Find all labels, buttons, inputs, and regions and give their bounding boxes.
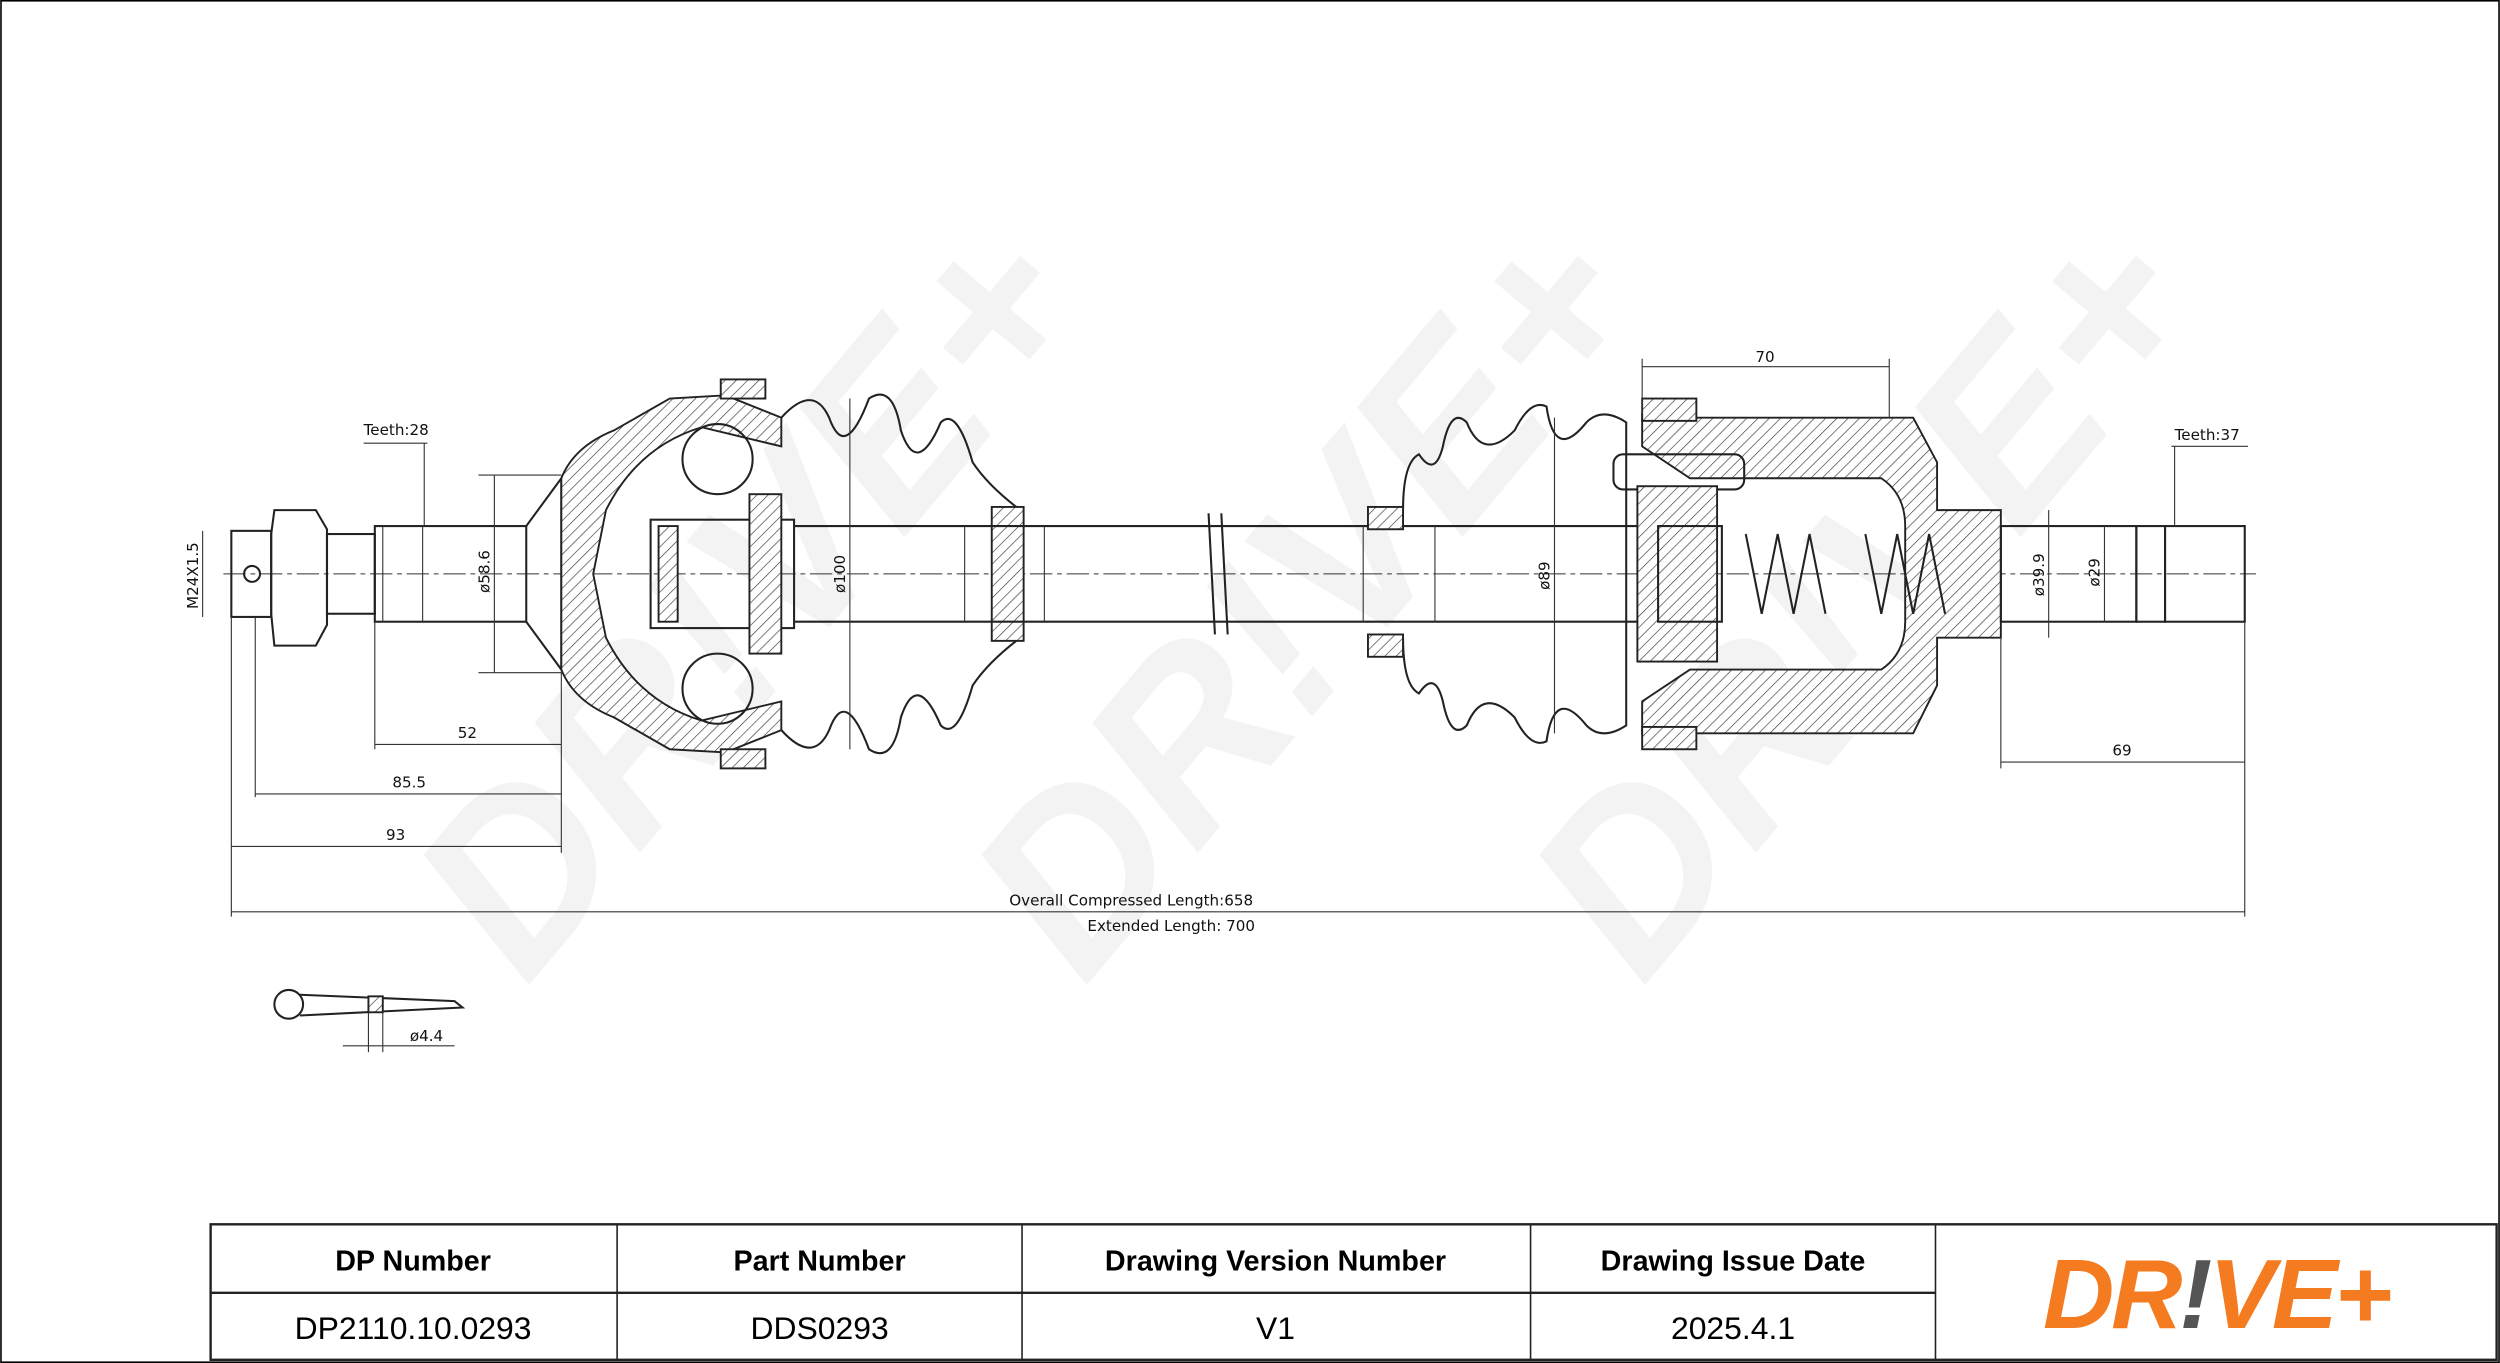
inner-tripod-joint: [1612, 397, 2002, 751]
header-issue-date: Drawing Issue Date: [1601, 1246, 1866, 1278]
boot-clamp: [1367, 633, 1404, 658]
diameter-58-6-label: ø58.6: [476, 550, 494, 593]
length-93-label: 93: [386, 826, 405, 844]
value-dp-number: DP2110.10.0293: [295, 1310, 532, 1346]
drive-logo: DR!VE+: [2043, 1239, 2391, 1349]
cotter-pin: ø4.4: [273, 988, 466, 1053]
diameter-29-label: ø29: [2086, 558, 2104, 587]
value-part-number: DDS0293: [750, 1310, 888, 1346]
boot-clamp: [1367, 505, 1404, 531]
diameter-100-label: ø100: [831, 555, 849, 593]
thread-label: M24X1.5: [184, 542, 202, 609]
shaft: [794, 513, 1643, 635]
overall-compressed-length-label: Overall Compressed Length:658: [1009, 891, 1253, 909]
pin-diameter-label: ø4.4: [410, 1027, 443, 1045]
inner-boot: [1402, 403, 1628, 744]
length-69-label: 69: [2112, 742, 2131, 760]
outer-cv-joint: [560, 378, 796, 770]
value-drawing-version: V1: [1256, 1310, 1295, 1346]
dimension-lines: [202, 358, 2248, 917]
dimension-labels: Teeth:28 Teeth:37 M24X1.5 ø58.6 ø100 ø89…: [184, 348, 2240, 935]
boot-clamp: [990, 505, 1025, 642]
length-52-label: 52: [458, 724, 477, 742]
length-85-5-label: 85.5: [392, 774, 426, 792]
teeth-left-label: Teeth:28: [363, 421, 429, 439]
right-stub: [1999, 525, 2246, 623]
header-part-number: Part Number: [733, 1246, 905, 1278]
left-stub: [230, 475, 563, 673]
value-issue-date: 2025.4.1: [1671, 1310, 1795, 1346]
diameter-89-label: ø89: [1536, 561, 1554, 590]
diameter-39-9-label: ø39.9: [2030, 553, 2048, 596]
extended-length-label: Extended Length: 700: [1087, 917, 1255, 935]
title-block: DP Number Part Number Drawing Version Nu…: [209, 1223, 2498, 1362]
header-drawing-version: Drawing Version Number: [1105, 1246, 1446, 1278]
teeth-right-label: Teeth:37: [2174, 426, 2240, 444]
header-dp-number: DP Number: [335, 1246, 491, 1278]
length-70-label: 70: [1755, 348, 1774, 366]
